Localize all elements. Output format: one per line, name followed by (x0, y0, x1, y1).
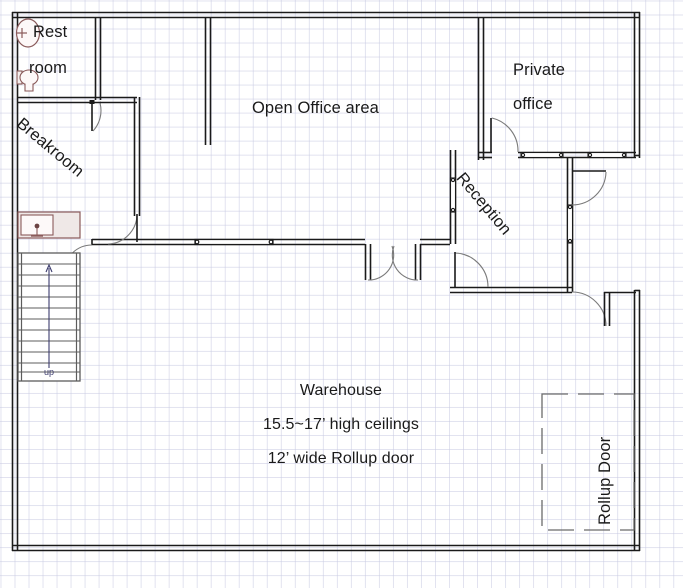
open-office-walls (100, 17, 485, 160)
rollup-door-opening (541, 393, 635, 531)
reception-door (454, 252, 489, 288)
label-warehouse-rollup: 12’ wide Rollup door (267, 450, 415, 467)
svg-text:up: up (44, 367, 54, 377)
label-private-office-line2: office (513, 95, 553, 113)
breakroom-door (107, 214, 138, 245)
reception-window (449, 177, 457, 213)
reception-interior-door (571, 170, 607, 206)
breakroom-corridor-wall (133, 145, 141, 216)
open-office-window (194, 238, 274, 246)
warehouse-north-wall (91, 238, 450, 280)
label-restroom-line2: room (29, 59, 67, 77)
restroom-sink-icon (15, 18, 41, 48)
label-restroom-line1: Rest (33, 23, 68, 41)
label-rollup-door: Rollup Door (596, 436, 614, 525)
label-warehouse: Warehouse (299, 382, 383, 399)
restroom-toilet-icon (16, 69, 39, 92)
breakroom-counter-icon (17, 211, 81, 239)
private-office-window (520, 151, 627, 159)
warehouse-side-door (571, 291, 636, 327)
stairs: up (17, 252, 81, 382)
private-office-door (490, 117, 519, 153)
warehouse-double-door (367, 245, 419, 281)
label-open-office-area: Open Office area (252, 99, 379, 117)
restroom-door (89, 100, 102, 132)
reception-interior-window (566, 204, 574, 244)
restroom-walls (17, 17, 102, 104)
label-private-office-line1: Private (513, 61, 566, 79)
label-warehouse-ceilings: 15.5~17’ high ceilings (263, 416, 419, 433)
